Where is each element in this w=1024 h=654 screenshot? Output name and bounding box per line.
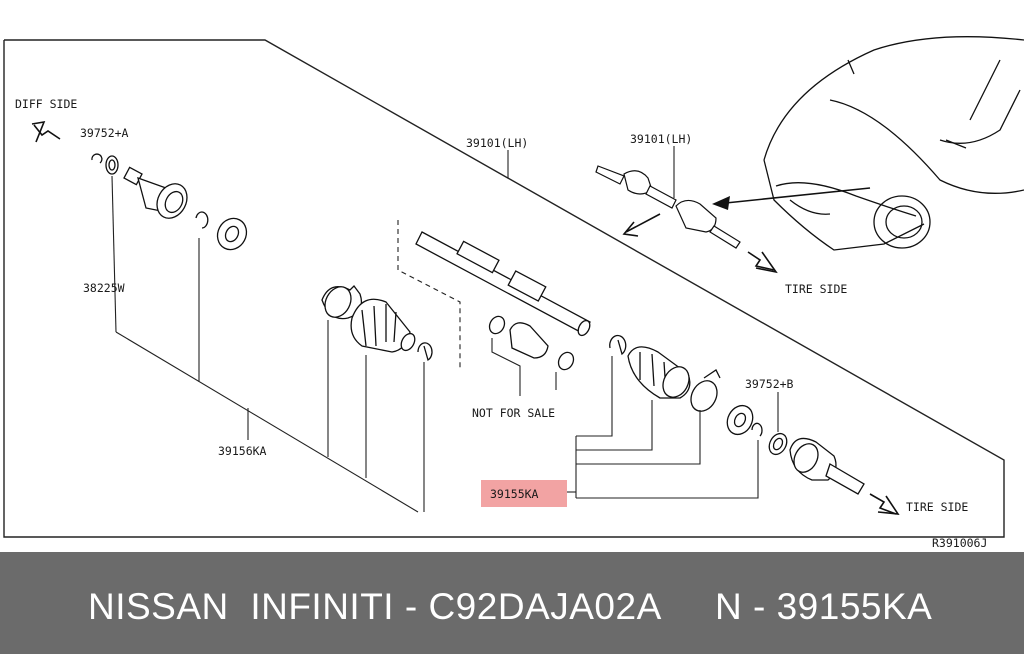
vehicle-illustration-icon	[763, 36, 1024, 251]
pointer-arrowhead-icon	[712, 196, 730, 210]
highlight-39155ka	[481, 480, 567, 507]
part-label-39156ka: 39156KA	[218, 444, 267, 458]
drive-shaft-icon	[415, 231, 591, 337]
inset-tire-side-arrow-icon	[622, 213, 778, 274]
part-label-39752a: 39752+A	[80, 126, 129, 140]
tire-side-arrow-bottom-icon	[869, 493, 900, 515]
not-for-sale-label: NOT FOR SALE	[472, 406, 555, 420]
inner-cv-joint-icon	[91, 153, 248, 251]
part-label-39155ka: 39155KA	[490, 487, 539, 501]
leader-lines-nfs	[491, 338, 557, 396]
diagram-frame	[3, 39, 1005, 538]
reference-code: R391006J	[932, 536, 987, 550]
part-label-39101-inset: 39101(LH)	[630, 132, 692, 146]
diff-side-label: DIFF SIDE	[15, 97, 77, 111]
footer-brand-text: NISSAN INFINITI - C92DAJA02A	[88, 586, 662, 627]
pointer-line-icon	[715, 187, 871, 205]
leader-lines-39155ka	[566, 356, 759, 499]
part-label-39101-main: 39101(LH)	[466, 136, 528, 150]
inboard-boot-icon	[321, 285, 433, 362]
part-label-38225w: 38225W	[83, 281, 125, 295]
not-for-sale-bracket	[397, 220, 461, 370]
footer-part-text: N - 39155KA	[715, 586, 933, 627]
diff-side-arrow-icon	[31, 120, 61, 143]
parts-diagram: DIFF SIDE 39752+A 38225W 39156KA	[3, 36, 1024, 550]
tire-side-label-top: TIRE SIDE	[785, 282, 847, 296]
inset-drive-shaft-icon	[595, 165, 741, 249]
footer-bar: NISSAN INFINITI - C92DAJA02A N - 39155KA	[0, 552, 1024, 654]
tire-side-label-bottom: TIRE SIDE	[906, 500, 968, 514]
part-label-39752b: 39752+B	[745, 377, 794, 391]
leader-lines-left	[111, 175, 425, 513]
outboard-boot-icon	[609, 334, 865, 495]
damper-parts-icon	[488, 315, 575, 371]
